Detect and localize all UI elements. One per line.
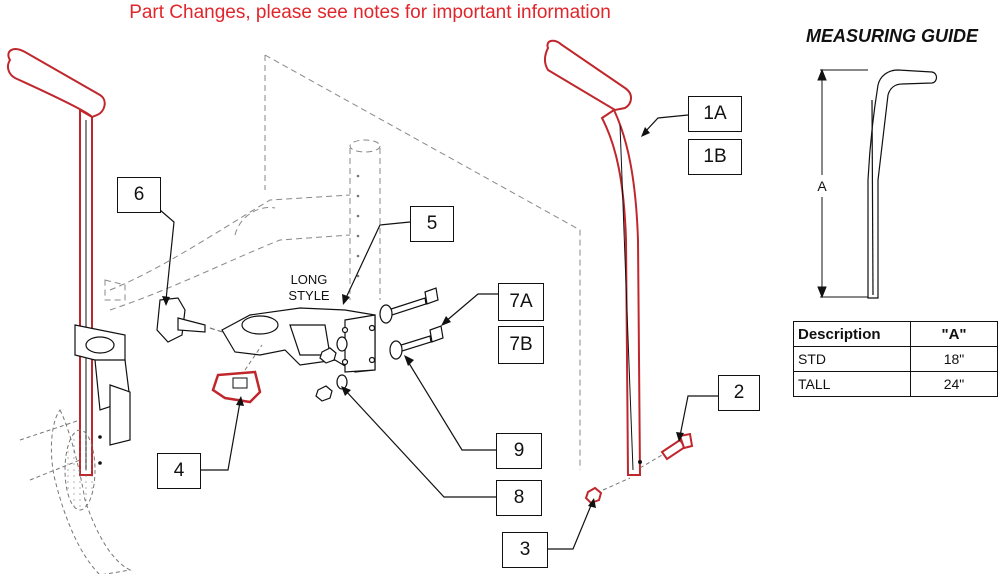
measuring-guide-handle (867, 69, 938, 299)
right-push-handle (544, 39, 642, 476)
callout-7a: 7A (498, 283, 544, 321)
spec-header-row: Description "A" (793, 321, 998, 347)
callout-2: 2 (718, 375, 760, 411)
long-style-label-line2: STYLE (288, 288, 330, 303)
dimension-line-a (817, 68, 868, 299)
table-row: TALL 24" (793, 371, 998, 397)
callout-1b: 1B (688, 139, 742, 175)
header-a: "A" (910, 321, 998, 347)
part-changes-notice: Part Changes, please see notes for impor… (129, 2, 611, 23)
screw-part-2 (639, 432, 694, 469)
left-wheel-phantom (19, 409, 132, 574)
leader-lines (159, 114, 718, 550)
phantom-seat-dots (356, 174, 360, 278)
row-a-value: 24" (910, 371, 998, 397)
clip-part-4 (211, 344, 263, 404)
row-a-value: 18" (910, 346, 998, 372)
measuring-guide-title: MEASURING GUIDE (806, 26, 979, 46)
row-description: TALL (793, 371, 911, 397)
nut-part-3 (584, 477, 631, 505)
callout-3: 3 (502, 532, 548, 568)
callout-9: 9 (496, 433, 542, 469)
left-push-handle (6, 48, 106, 476)
long-style-label-line1: LONG (291, 272, 328, 287)
callout-1a: 1A (688, 96, 742, 132)
callout-5: 5 (410, 206, 454, 242)
row-description: STD (793, 346, 911, 372)
washers-part-9 (336, 304, 403, 390)
nuts-part-8 (315, 347, 337, 402)
leader-arrowheads (162, 127, 684, 508)
table-row: STD 18" (793, 346, 998, 372)
callout-8: 8 (496, 480, 542, 516)
left-clamp-assembly (74, 324, 131, 446)
callout-7b: 7B (498, 326, 544, 364)
bracket-part-5 (221, 307, 376, 373)
header-description: Description (793, 321, 911, 347)
phantom-chair-frame (104, 54, 581, 470)
dimension-label-a: A (817, 178, 827, 194)
callout-6: 6 (117, 177, 161, 213)
callout-4: 4 (157, 453, 201, 489)
bolts-part-7 (387, 287, 444, 353)
measuring-spec-table: Description "A" STD 18" TALL 24" (793, 321, 998, 397)
